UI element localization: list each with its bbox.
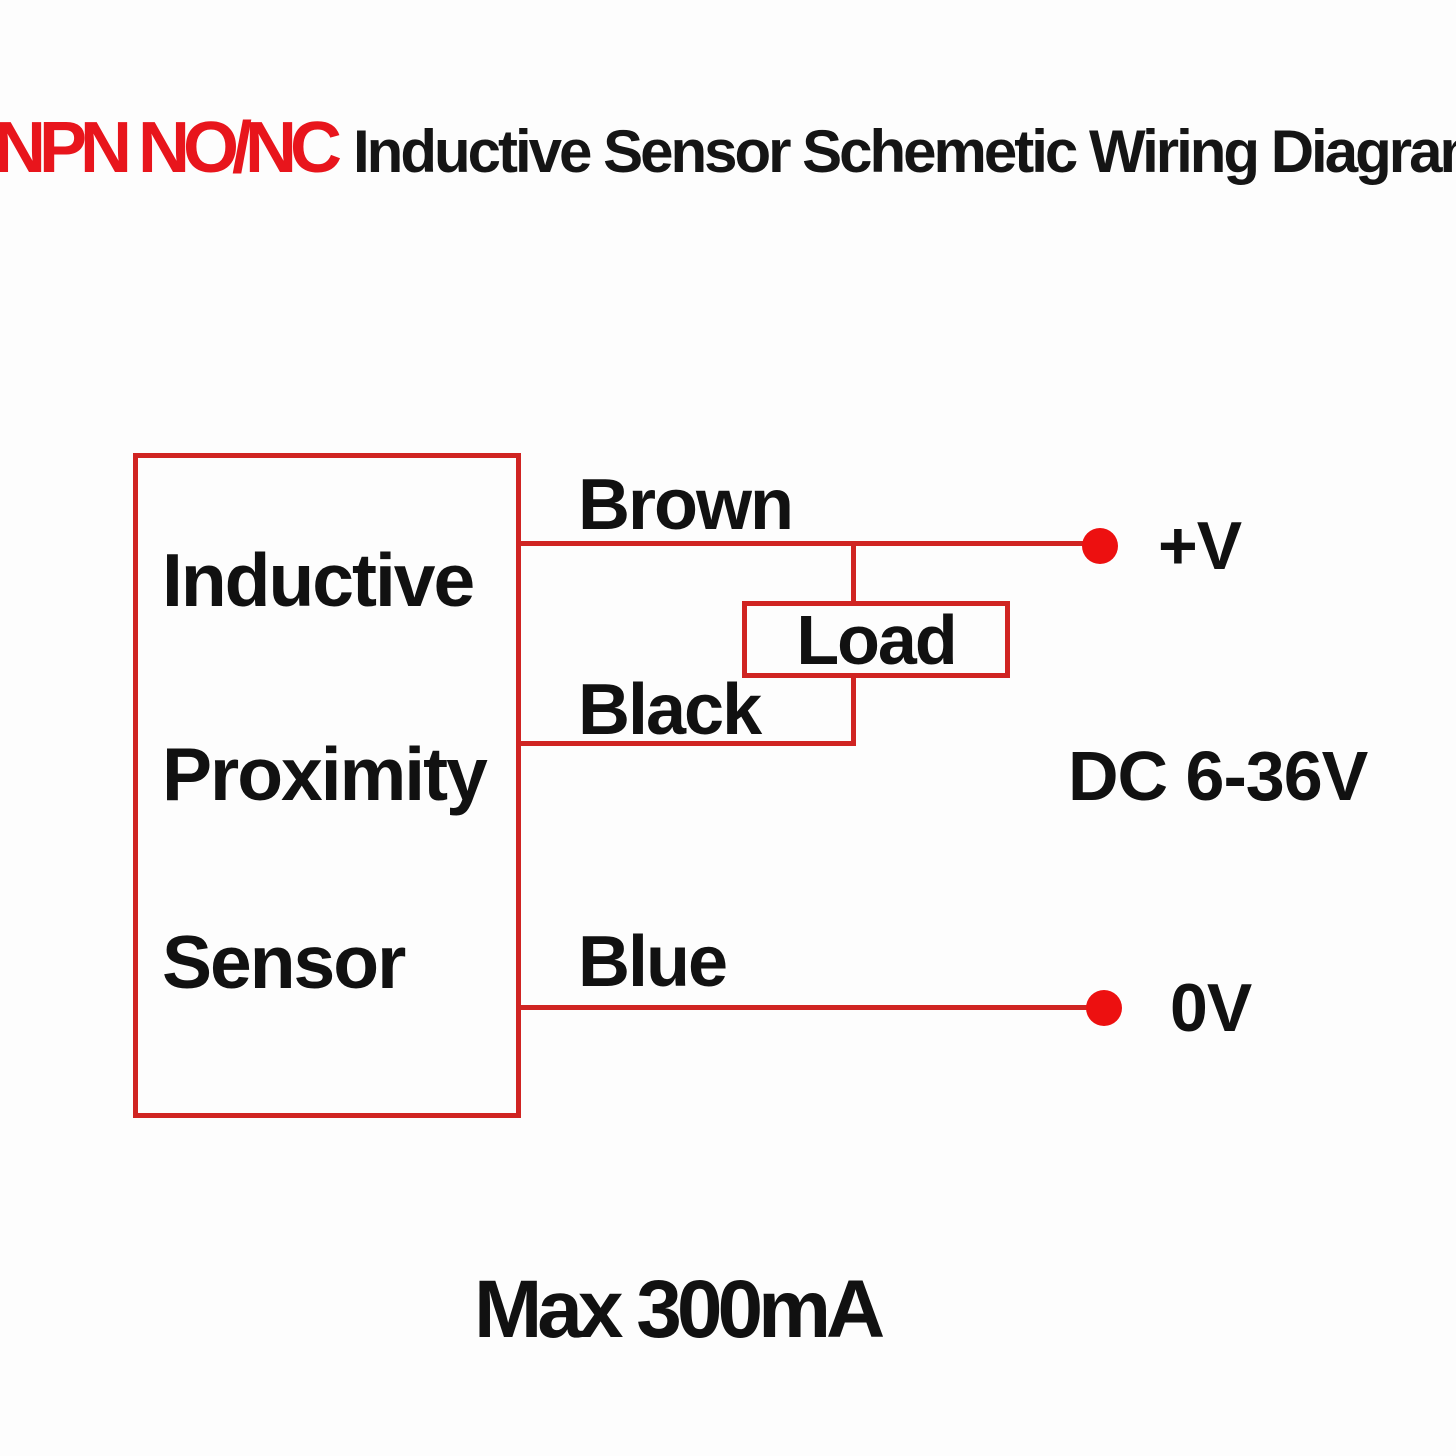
- blue-wire-line: [519, 1005, 1104, 1010]
- blue-wire-label: Blue: [578, 922, 728, 1002]
- negative-terminal-dot-icon: [1086, 990, 1122, 1026]
- sensor-box-label-sensor: Sensor: [162, 920, 406, 1004]
- positive-terminal-dot-icon: [1082, 528, 1118, 564]
- supply-voltage-label: DC 6-36V: [1068, 737, 1368, 815]
- sensor-box-label-proximity: Proximity: [162, 732, 488, 816]
- black-wire-label: Black: [578, 670, 762, 750]
- title-rest-text: Inductive Sensor Schemetic Wiring Diagra…: [353, 118, 1456, 185]
- max-current-label: Max 300mA: [474, 1264, 885, 1355]
- title-highlight-npn-no-nc: NPN NO/NC: [0, 108, 342, 188]
- load-bottom-connector-line: [851, 676, 856, 744]
- inductive-proximity-sensor-box: [133, 453, 521, 1118]
- load-box: Load: [742, 601, 1010, 678]
- black-wire-line: [519, 741, 856, 746]
- brown-wire-line: [519, 541, 1100, 546]
- negative-terminal-label: 0V: [1170, 970, 1252, 1046]
- load-label: Load: [796, 600, 957, 679]
- page-title: NPN NO/NC Inductive Sensor Schemetic Wir…: [0, 112, 1456, 184]
- load-top-connector-line: [851, 543, 856, 605]
- brown-wire-label: Brown: [578, 465, 794, 545]
- positive-terminal-label: +V: [1158, 508, 1242, 584]
- sensor-box-label-inductive: Inductive: [162, 538, 475, 622]
